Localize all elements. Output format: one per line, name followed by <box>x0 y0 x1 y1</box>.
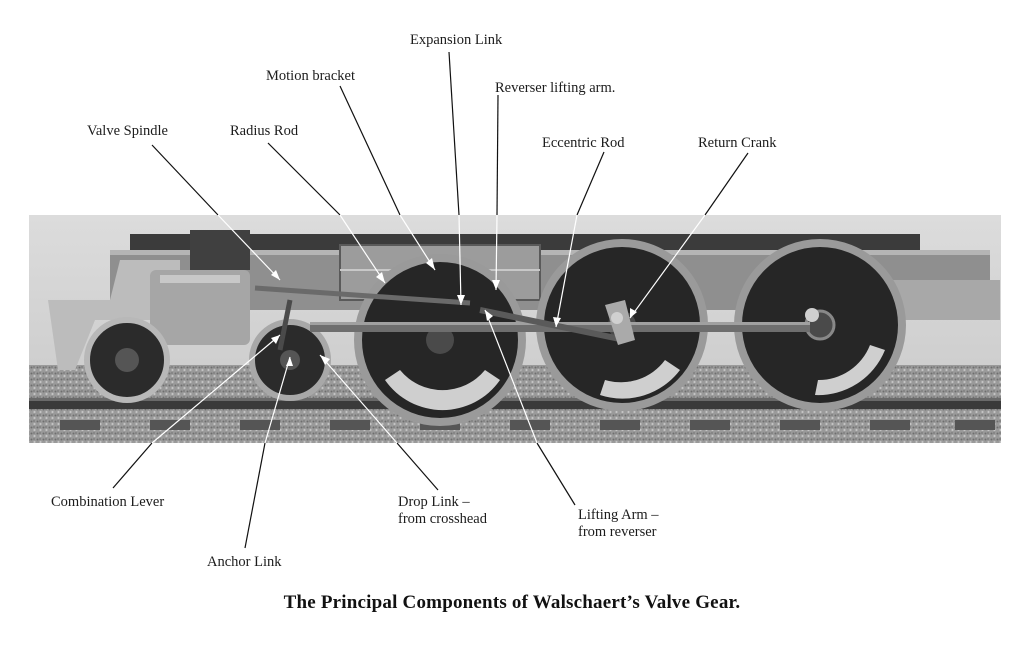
label-lifting-arm-line2: from reverser <box>578 524 657 540</box>
leader-combination-lever <box>112 442 153 489</box>
leader-anchor-link <box>244 442 266 549</box>
label-combination-lever: Combination Lever <box>51 494 165 510</box>
label-valve-spindle: Valve Spindle <box>87 123 168 139</box>
label-motion-bracket: Motion bracket <box>266 68 355 84</box>
label-lifting-arm-line1: Lifting Arm – <box>578 507 659 523</box>
leader-reverser-lifting-arm <box>496 94 499 216</box>
label-reverser-lifting-arm: Reverser lifting arm. <box>495 80 616 96</box>
rail <box>29 400 1001 409</box>
leader-eccentric-rod <box>576 151 605 216</box>
leader-return-crank <box>704 152 749 216</box>
leader-motion-bracket <box>339 85 401 216</box>
leader-drop-link <box>396 442 439 491</box>
arrowheads <box>271 258 637 366</box>
valve-gear-rods <box>254 285 819 351</box>
buffer-beam <box>48 260 180 370</box>
label-drop-link: Drop Link – from crosshead <box>398 494 487 528</box>
label-radius-rod: Radius Rod <box>230 123 299 139</box>
label-return-crank: Return Crank <box>698 135 777 151</box>
leader-lines <box>112 51 749 549</box>
label-drop-link-line1: Drop Link – <box>398 494 470 510</box>
frame-top <box>130 234 920 252</box>
label-lifting-arm: Lifting Arm – from reverser <box>578 507 659 541</box>
label-drop-link-line2: from crosshead <box>398 511 487 527</box>
figure-caption: The Principal Components of Walschaert’s… <box>283 592 741 613</box>
leader-radius-rod <box>267 142 341 216</box>
leader-expansion-link <box>448 51 460 216</box>
cylinder <box>150 270 250 345</box>
label-eccentric-rod: Eccentric Rod <box>542 135 625 151</box>
leader-valve-spindle <box>151 144 219 216</box>
label-expansion-link: Expansion Link <box>410 32 503 48</box>
leader-lifting-arm <box>536 442 576 506</box>
label-anchor-link: Anchor Link <box>207 554 282 570</box>
